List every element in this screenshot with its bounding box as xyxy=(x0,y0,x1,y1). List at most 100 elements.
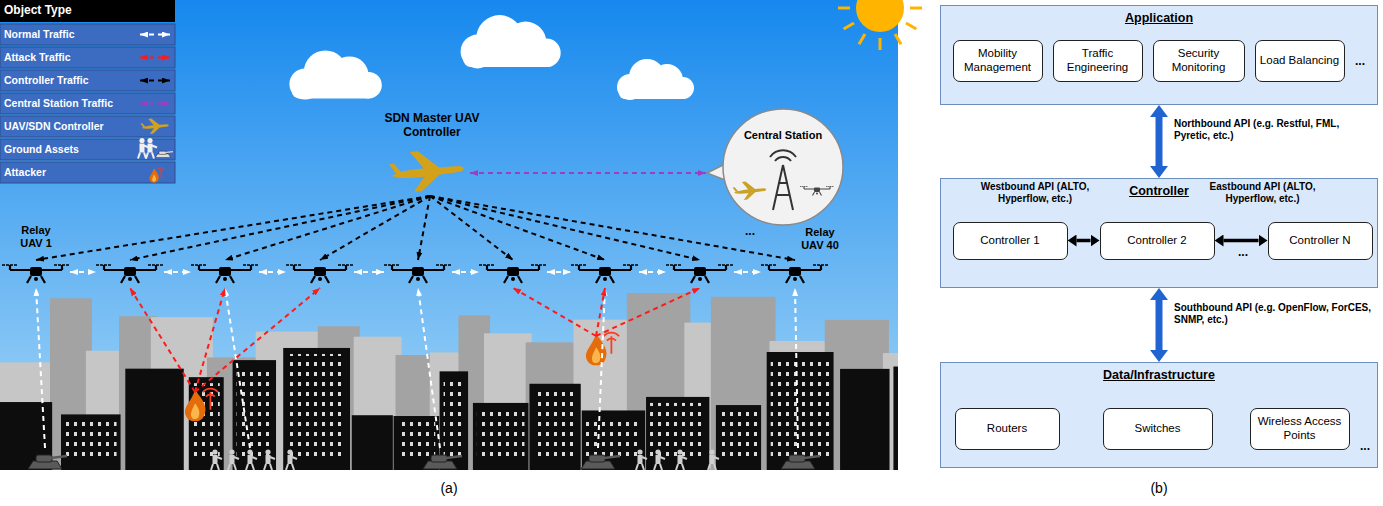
building xyxy=(352,415,393,470)
legend-sample-line xyxy=(140,103,170,105)
attack-traffic xyxy=(195,288,320,392)
tank xyxy=(581,455,620,469)
panel-caption: (a) xyxy=(429,480,469,496)
soldier xyxy=(676,449,687,470)
tank xyxy=(155,151,173,157)
controller-traffic xyxy=(225,196,430,260)
building xyxy=(283,348,350,470)
soldier xyxy=(286,449,297,470)
building xyxy=(825,320,889,470)
legend-row xyxy=(0,70,175,91)
controller-traffic xyxy=(430,196,700,260)
building xyxy=(769,341,830,470)
building xyxy=(767,352,834,470)
master-uav xyxy=(388,147,466,195)
ground-assets xyxy=(28,449,820,470)
legend-sample-line xyxy=(140,57,170,59)
sky xyxy=(0,0,898,470)
legend-row xyxy=(0,47,175,68)
controller-traffic xyxy=(430,196,605,260)
soldier xyxy=(264,449,275,470)
quadcopter-icon xyxy=(384,265,452,283)
legend-entry: Normal Traffic xyxy=(4,28,138,40)
legend-entry: Attacker xyxy=(4,166,138,178)
attack-traffic xyxy=(130,288,195,392)
fixed-wing-uav xyxy=(140,117,170,135)
cloud xyxy=(289,50,381,99)
attack-traffic xyxy=(513,288,596,336)
normal-traffic xyxy=(795,288,798,448)
tank xyxy=(781,455,820,469)
legend-row xyxy=(0,24,175,45)
quadcopter-icon xyxy=(286,265,354,283)
legend-entry: Controller Traffic xyxy=(4,74,138,86)
normal-traffic xyxy=(225,288,250,448)
quadcopter-icon xyxy=(2,265,70,283)
fixed-wing-uav xyxy=(732,180,767,201)
legend-entry: UAV/SDN Controller xyxy=(4,120,138,132)
soldier xyxy=(708,449,719,470)
bubble-outline xyxy=(705,105,845,235)
panel-caption: (b) xyxy=(1139,480,1179,496)
building xyxy=(711,297,776,470)
node-label: Controller 1 xyxy=(980,234,1039,247)
layer-band: ApplicationMobility ManagementTraffic En… xyxy=(940,5,1378,105)
clouds xyxy=(289,15,694,100)
building-windows xyxy=(586,416,642,456)
relay-uavs xyxy=(2,265,829,283)
legend-entry: Attack Traffic xyxy=(4,51,138,63)
quadcopter-icon xyxy=(666,265,734,283)
normal-traffic xyxy=(418,288,440,448)
ellipsis: ... xyxy=(1348,55,1372,69)
component-box: Controller 2 xyxy=(1100,222,1215,260)
normal-traffic xyxy=(547,271,571,273)
building xyxy=(840,369,889,470)
node-label: Wireless Access Points xyxy=(1255,415,1345,441)
soldier xyxy=(146,138,157,159)
building-windows xyxy=(444,377,464,456)
normal-traffic xyxy=(164,271,191,273)
building xyxy=(893,367,898,470)
api-label: Westbound API (ALTO, Hyperflow, etc.) xyxy=(975,181,1095,204)
node-label: Security Monitoring xyxy=(1158,47,1240,73)
building xyxy=(61,414,121,470)
component-box: Wireless Access Points xyxy=(1250,408,1350,450)
api-label: Southbound API (e.g. OpenFlow, ForCES, S… xyxy=(1174,302,1374,325)
api-label: Northbound API (e.g. Restful, FML, Pyret… xyxy=(1174,118,1364,141)
cloud xyxy=(617,59,694,100)
tank xyxy=(28,455,67,469)
soldier xyxy=(636,449,647,470)
soldier xyxy=(246,449,257,470)
building-windows xyxy=(771,358,830,456)
node-label: Switches xyxy=(1134,422,1180,435)
attack-traffic xyxy=(596,288,700,336)
controller-traffic xyxy=(418,196,430,260)
controller-traffic xyxy=(130,196,430,260)
node-label: Traffic Engineering xyxy=(1058,47,1138,73)
sun xyxy=(838,0,922,50)
central-station-traffic xyxy=(470,172,706,174)
node-label: Controller 2 xyxy=(1127,234,1186,247)
node-label: Routers xyxy=(987,422,1027,435)
band-fill xyxy=(940,5,1378,105)
component-box: Mobility Management xyxy=(953,40,1043,82)
normal-traffic xyxy=(734,271,761,273)
controller-traffic xyxy=(36,196,430,260)
attacker-icon xyxy=(185,389,218,422)
controller-traffic xyxy=(320,196,430,260)
building-windows xyxy=(650,403,705,456)
legend-panel xyxy=(0,0,175,183)
front-buildings xyxy=(0,348,898,470)
sun-ray xyxy=(879,38,882,50)
soldier xyxy=(228,449,239,470)
api-arrow xyxy=(1224,239,1259,243)
node-label: Central Station xyxy=(721,129,845,141)
component-box: Controller N xyxy=(1268,222,1373,260)
legend-sample-line xyxy=(140,80,170,82)
legend-row xyxy=(0,93,175,114)
legend-sample-line xyxy=(140,34,170,36)
legend-row xyxy=(0,116,175,137)
component-box: Switches xyxy=(1103,408,1213,450)
quadcopter-icon xyxy=(571,265,639,283)
attack-traffic xyxy=(195,288,225,392)
